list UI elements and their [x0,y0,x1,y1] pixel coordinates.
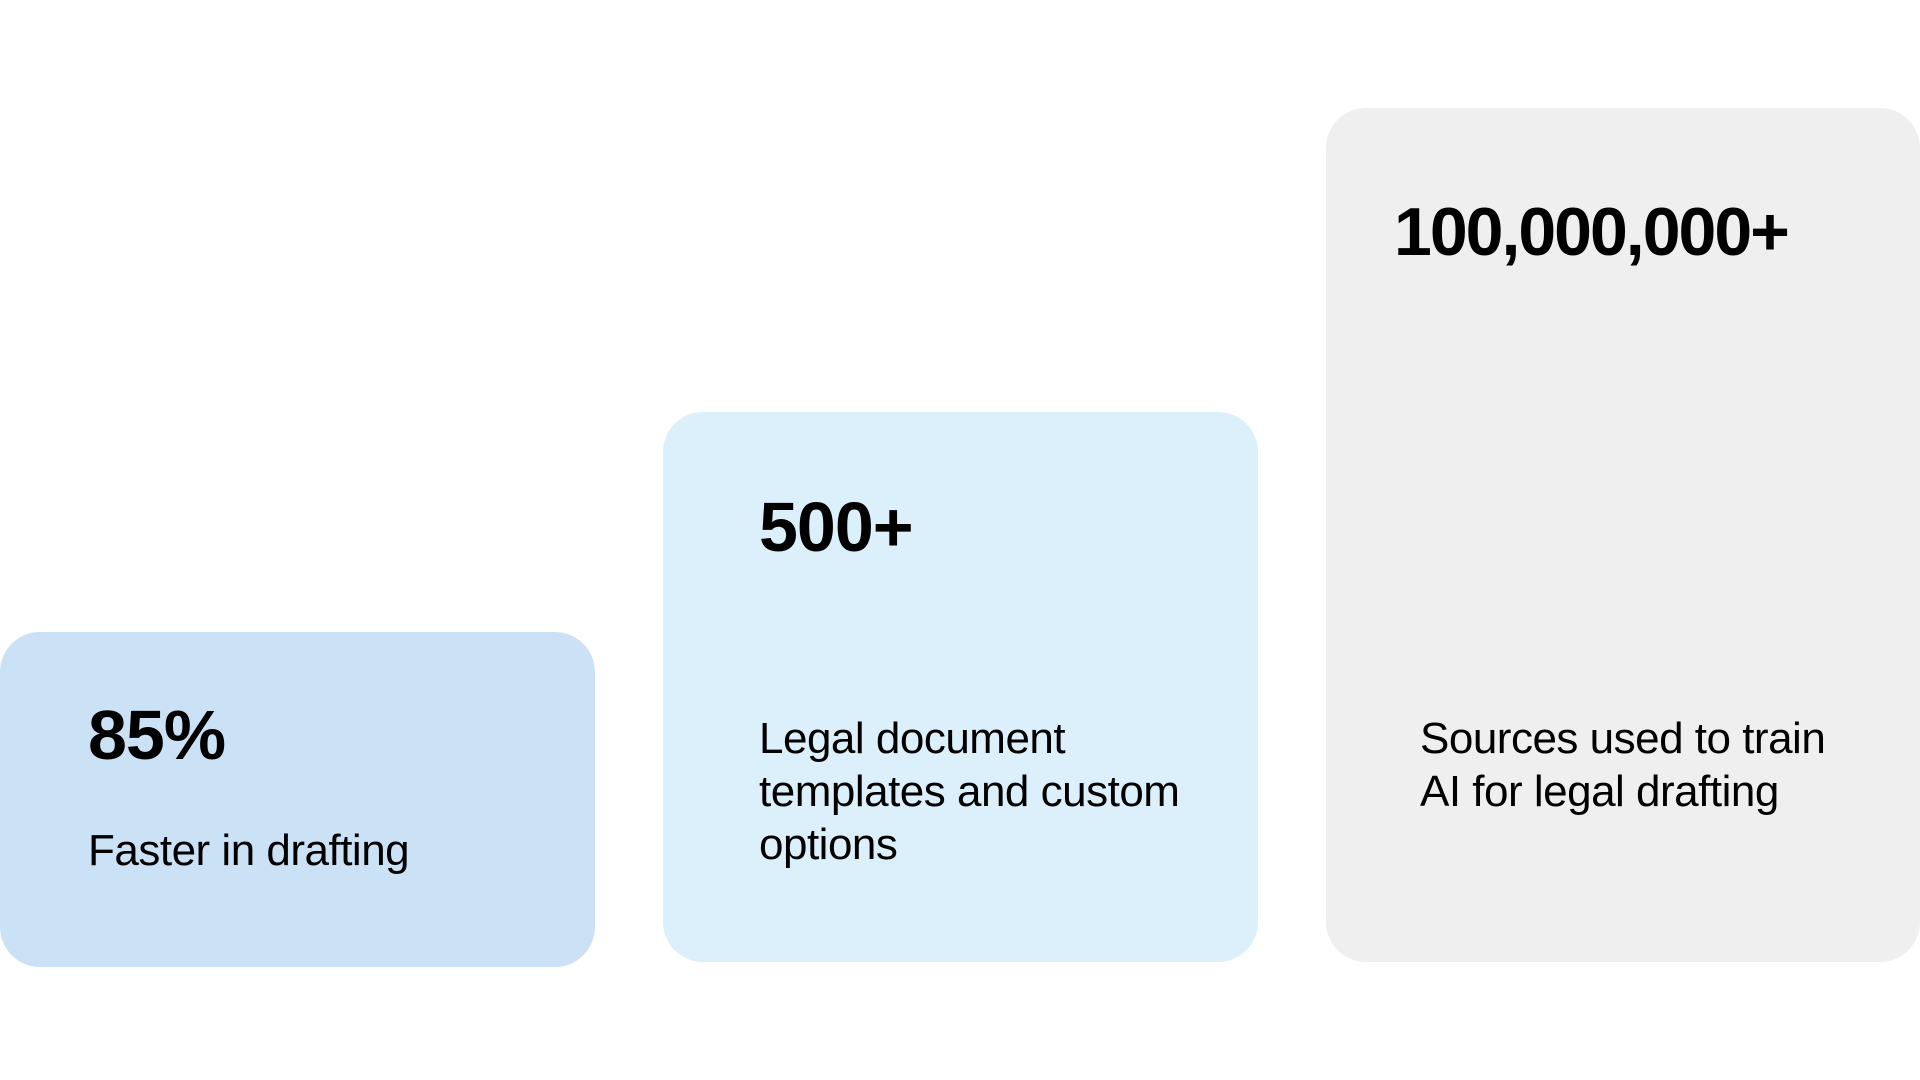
stat-value: 85% [88,696,226,774]
stat-label: Faster in drafting [88,826,410,875]
stat-card-templates: 500+ Legal document templates and custom… [663,412,1258,962]
stat-value: 100,000,000+ [1394,194,1790,270]
stat-card-drafting-speed: 85% Faster in drafting [0,632,595,967]
stat-label: Sources used to train AI for legal draft… [1420,714,1826,816]
stat-value: 500+ [759,488,914,566]
stat-card-sources: 100,000,000+ Sources used to train AI fo… [1326,108,1920,962]
stat-label: Legal document templates and custom opti… [759,714,1180,869]
